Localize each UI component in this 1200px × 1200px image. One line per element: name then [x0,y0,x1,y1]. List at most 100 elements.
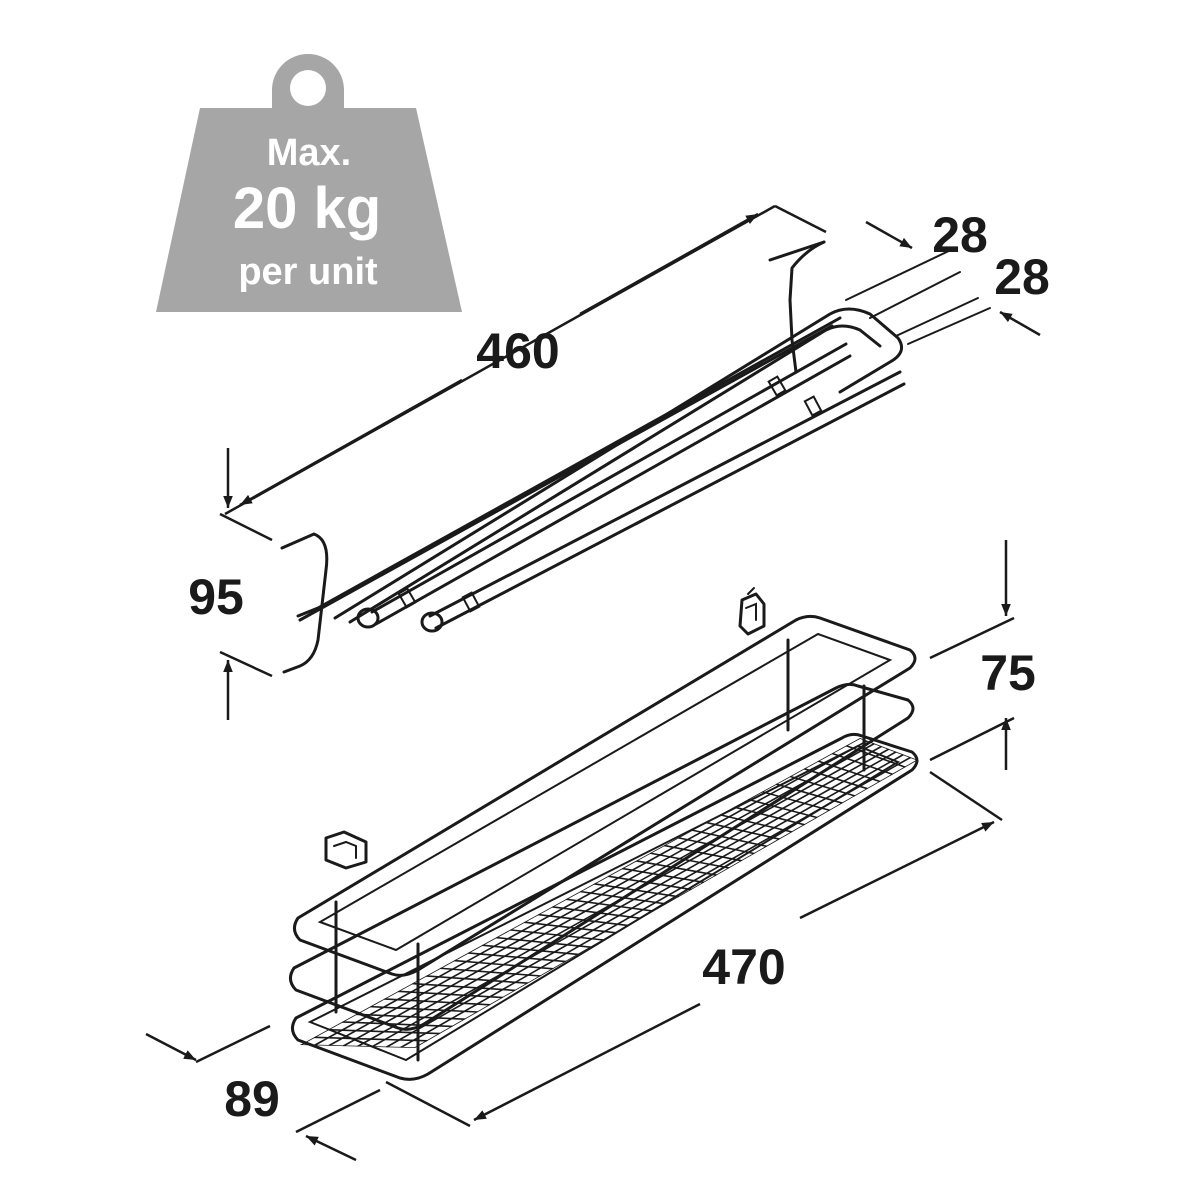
basket-bottom-rim [291,732,919,1081]
rail-right-bracket-top [768,240,826,262]
basket-length-dimension: 470 [385,770,1003,1128]
basket-depth-label: 89 [224,1071,280,1127]
basket-bottom-rim-inner [307,744,901,1062]
weight-ring [271,53,345,108]
rail-rod-1-collar-a [397,587,417,609]
weight-line-2: 20 kg [233,176,381,241]
mesh-line [747,798,818,819]
mesh-line [383,998,491,1006]
mesh-line [551,906,642,920]
mesh-line [649,852,730,869]
basket-length-extension-left [385,1080,471,1128]
mesh-line [719,813,793,833]
rail-right-bracket [788,240,826,374]
basket-drawing [289,614,919,1081]
rail-length-extension-right [774,204,827,234]
mesh-line [537,913,629,927]
basket-depth-extension-top [195,1024,271,1064]
rail-height-extension-bottom [219,650,273,678]
rail-length-arrow-right [579,212,759,316]
mesh-line [439,967,541,977]
rail-height-extension-top [219,512,273,542]
rail-rod-1-lower [374,354,852,626]
rail-towel-loop [333,307,904,620]
weight-line-1: Max. [267,132,351,174]
basket-height-extension-bottom [929,716,1015,762]
rail-depth-a-label: 28 [932,207,988,263]
mesh-line [495,936,592,948]
rail-rod-1-end-cap [356,607,380,629]
weight-body [156,108,462,312]
rail-rod-2-lower [434,382,906,630]
basket-height-extension-top [929,616,1015,660]
weight-line-3: per unit [238,251,378,293]
mesh-line [677,836,755,855]
rail-rod-2-end-cap [420,611,444,633]
basket-depth-arrow-top [145,1032,197,1062]
basket-height-dimension: 75 [929,540,1036,770]
rail-depth-arrow-a [865,220,913,250]
rail-depth-b-label: 28 [994,249,1050,305]
mesh-line [761,790,831,812]
mesh-line [663,844,743,862]
mesh-line [453,959,554,970]
basket-top-rim [293,614,917,977]
mesh-line [341,1021,453,1028]
rail-length-label: 460 [476,323,559,379]
mesh-line [411,982,516,992]
mesh-line [313,1036,428,1042]
mesh-line [775,783,843,804]
rail-length-arrow-left [239,378,463,507]
rail-towel-loop-inner [348,324,882,624]
basket-length-arrow-left [473,1002,701,1122]
rail-left-bracket [280,532,329,674]
rail-height-label: 95 [188,569,244,625]
rail-depth-dimension: 28 28 [865,207,1050,337]
mounting-clip-top-icon [738,587,766,636]
mesh-line [691,829,768,848]
basket-length-label: 470 [702,939,785,995]
mesh-line [481,944,579,956]
mesh-line [803,767,868,790]
mesh-line [621,867,705,884]
mesh-line [705,821,780,840]
mesh-line [509,929,604,941]
basket-height-label: 75 [980,645,1036,701]
mesh-line [733,806,806,826]
rail-rod-2-upper [428,370,902,618]
mesh-line [327,1028,441,1035]
mesh-line [369,1005,478,1013]
mesh-line [397,990,504,999]
basket-length-extension-right [929,770,1003,822]
mounting-clip-bottom-icon [324,830,368,870]
rail-length-dimension: 460 [224,204,827,516]
rail-depth-arrow-b [999,310,1041,337]
rail-back-bar-2 [298,324,834,622]
rail-rod-2-collar-a [461,591,481,613]
rail-end-line-1 [845,247,956,301]
rail-height-dimension: 95 [188,448,273,720]
basket-length-arrow-right [799,820,995,920]
rail-left-bracket-mid [296,606,320,618]
basket-depth-extension-bottom [295,1088,381,1134]
rail-end-line-4 [907,307,991,345]
mesh-line [425,975,529,984]
rail-drawing [280,240,991,674]
basket-top-rim-inner [317,632,893,952]
mesh-line [635,860,717,876]
mesh-line [355,1013,466,1020]
mesh-line [523,921,617,934]
basket-mesh-floor [300,738,918,1048]
rail-rod-1-upper [370,342,848,614]
rail-rod-1-collar-b [767,375,787,397]
rail-end-line-3 [895,297,979,337]
basket-depth-arrow-bottom [305,1134,357,1162]
basket-depth-dimension: 89 [145,1024,381,1162]
basket-middle-rim [289,682,915,1031]
rail-rod-2-collar-b [803,395,823,417]
rail-back-bar-1 [316,316,842,610]
mesh-line [789,775,856,797]
max-load-weight-icon: Max. 20 kg per unit [156,53,462,312]
rail-end-line-2 [869,271,961,319]
